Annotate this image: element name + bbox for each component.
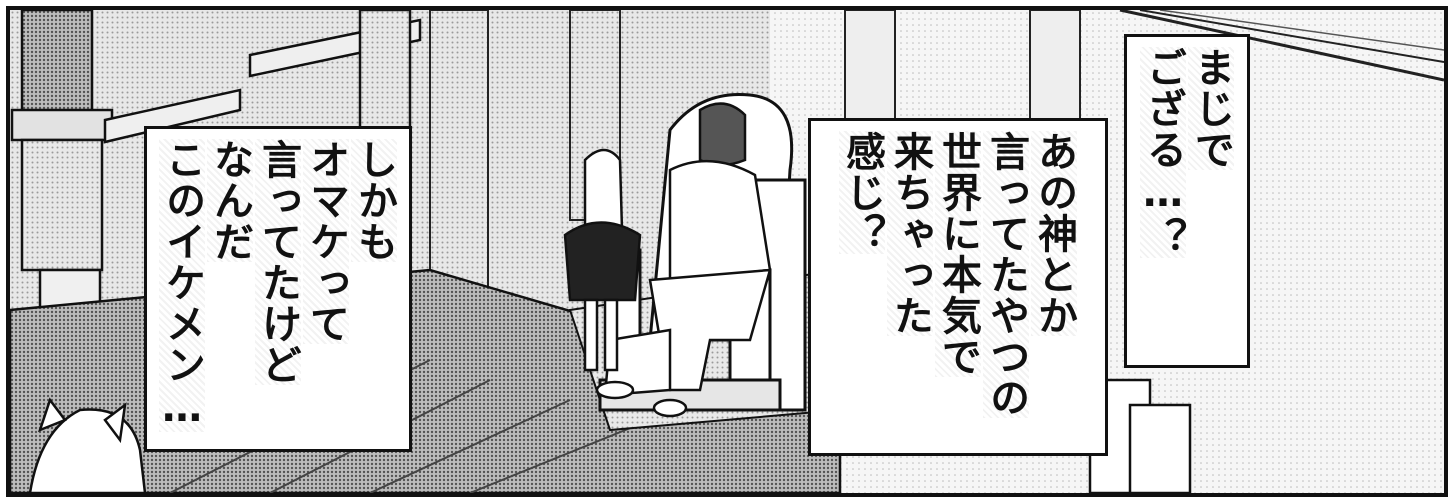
caption-box-middle: あの神とか 言ってたやつの 世界に本気で 来ちゃった 感じ？ (808, 118, 1108, 456)
caption-text-line: まじで (1188, 47, 1234, 170)
caption-text-line: 世界に本気で (935, 131, 981, 377)
caption-text-line: 言ってたやつの (983, 131, 1029, 418)
caption-text-line: 言ってたけど (255, 139, 301, 385)
caption-text-line: オマケって (303, 139, 349, 344)
manga-panel: まじで ござる…？ あの神とか 言ってたやつの 世界に本気で 来ちゃった 感じ？… (6, 6, 1448, 497)
caption-text-line: しかも (351, 139, 397, 262)
caption-box-left: しかも オマケって 言ってたけど なんだ このイケメン… (144, 126, 412, 452)
caption-text-line: なんだ (207, 139, 253, 262)
caption-text-line: 来ちゃった (887, 131, 933, 336)
caption-text-line: ござる…？ (1140, 47, 1186, 258)
caption-text-line: あの神とか (1031, 131, 1077, 336)
caption-text-line: 感じ？ (839, 131, 885, 254)
caption-box-right: まじで ござる…？ (1124, 34, 1250, 368)
caption-text-line: このイケメン… (159, 139, 205, 432)
